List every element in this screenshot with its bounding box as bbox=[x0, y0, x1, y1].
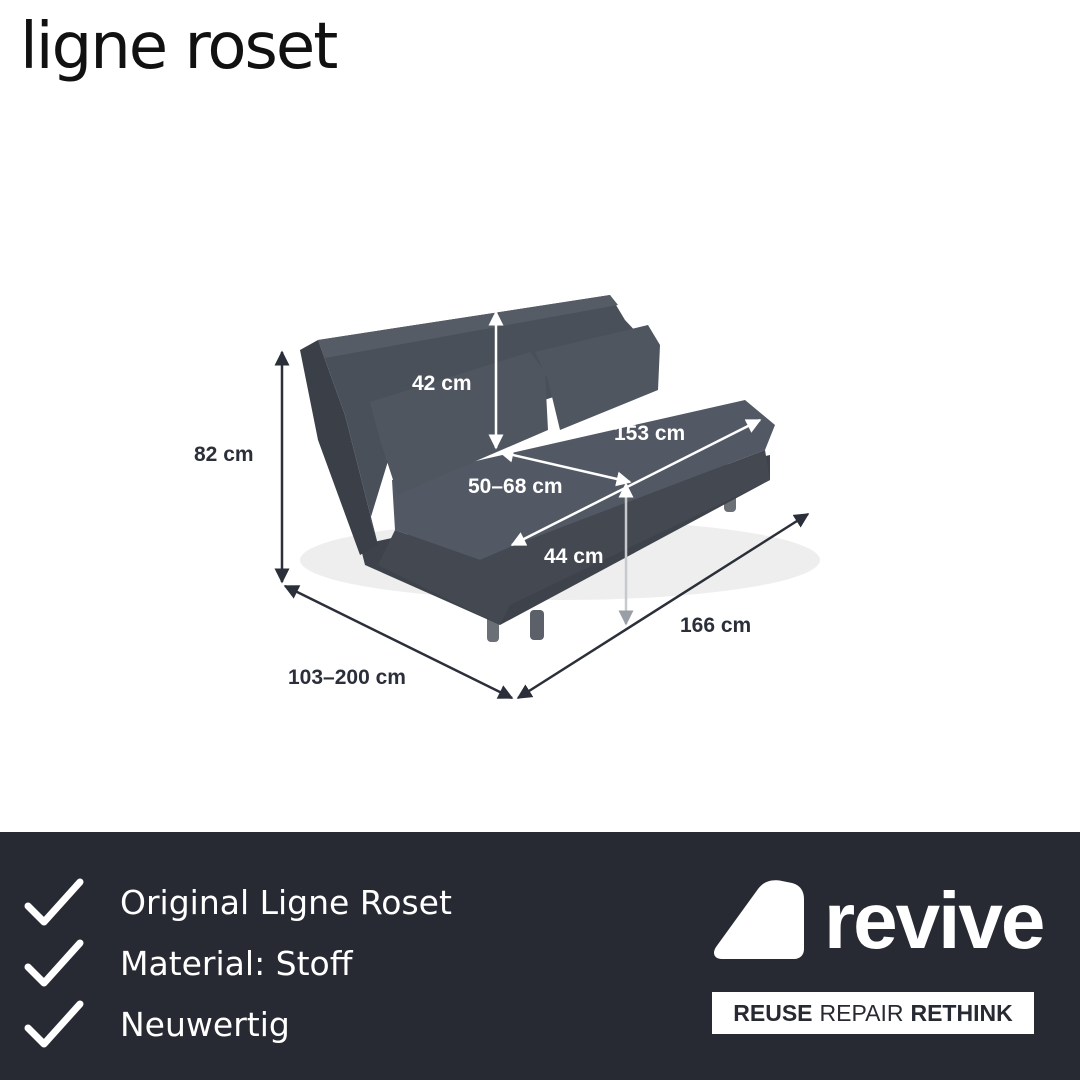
list-item: Neuwertig bbox=[24, 994, 452, 1055]
info-footer: Original Ligne Roset Material: Stoff Neu… bbox=[0, 832, 1080, 1080]
label-total-height: 82 cm bbox=[194, 443, 254, 466]
list-item: Material: Stoff bbox=[24, 933, 452, 994]
check-icon bbox=[24, 878, 84, 925]
revive-mark-icon bbox=[714, 880, 804, 959]
pillow-right bbox=[535, 325, 660, 430]
tagline-reuse: REUSE bbox=[733, 999, 813, 1026]
label-total-width: 166 cm bbox=[680, 614, 751, 637]
tagline-repair: REPAIR bbox=[819, 999, 904, 1026]
revive-tagline: REUSE REPAIR RETHINK bbox=[712, 992, 1034, 1034]
list-item: Original Ligne Roset bbox=[24, 872, 452, 933]
revive-logo: revive bbox=[712, 876, 1045, 977]
label-total-depth: 103–200 cm bbox=[288, 666, 406, 689]
seat-depth-line bbox=[498, 447, 632, 487]
seat-width-line bbox=[510, 418, 762, 547]
label-backrest-height: 42 cm bbox=[412, 372, 472, 395]
label-seat-depth: 50–68 cm bbox=[468, 475, 563, 498]
dimension-lines bbox=[274, 310, 810, 700]
tagline-rethink: RETHINK bbox=[910, 999, 1013, 1026]
check-icon bbox=[24, 939, 84, 986]
pillow-left bbox=[370, 352, 548, 495]
check-icon bbox=[24, 1000, 84, 1047]
label-seat-height: 44 cm bbox=[544, 545, 604, 568]
feature-text: Neuwertig bbox=[120, 1005, 290, 1044]
sofa-dimension-diagram: 42 cm 82 cm 153 cm 50–68 cm 44 cm 166 cm… bbox=[194, 295, 820, 700]
feature-text: Original Ligne Roset bbox=[120, 883, 452, 922]
depth-dimension-line bbox=[283, 584, 514, 700]
dimension-labels: 42 cm 82 cm 153 cm 50–68 cm 44 cm 166 cm… bbox=[194, 372, 751, 689]
ligne-roset-logo: ligne roset bbox=[20, 10, 338, 84]
label-seat-width: 153 cm bbox=[614, 422, 685, 445]
feature-list: Original Ligne Roset Material: Stoff Neu… bbox=[24, 872, 452, 1055]
revive-wordmark: revive bbox=[824, 876, 1045, 965]
sofa-leg bbox=[530, 610, 544, 640]
backrest-side bbox=[300, 340, 378, 555]
backrest-top bbox=[318, 295, 618, 358]
feature-text: Material: Stoff bbox=[120, 944, 353, 983]
